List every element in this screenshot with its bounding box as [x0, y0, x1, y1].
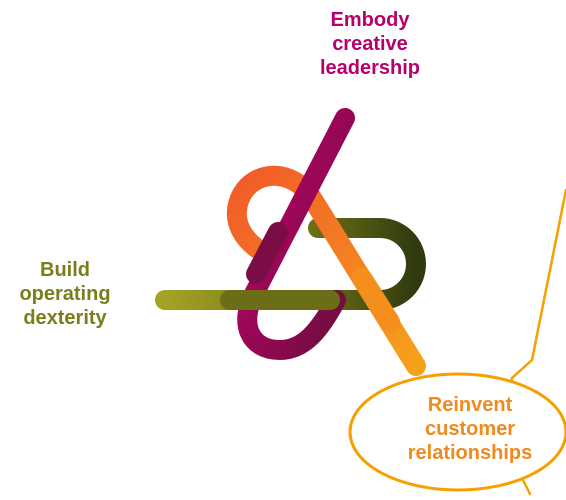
magenta-overlap: [246, 222, 288, 284]
label-line: customer: [424, 418, 516, 440]
label-line: creative: [332, 33, 408, 55]
magenta-band: [237, 108, 355, 361]
callout-ellipse: [348, 372, 566, 492]
label-line: dexterity: [23, 307, 107, 329]
orange-overlap: [352, 268, 400, 332]
label-line: operating: [19, 283, 111, 305]
label-reinvent-customer-relationships: Reinvent customer relationships: [370, 393, 566, 465]
label-line: leadership: [319, 57, 421, 79]
olive-band: [155, 218, 426, 310]
label-line: relationships: [407, 442, 533, 464]
label-line: Reinvent: [427, 394, 513, 416]
orange-band: [226, 165, 426, 376]
label-line: Embody: [330, 9, 410, 31]
label-line: Build: [40, 259, 90, 281]
label-embody-creative-leadership: Embody creative leadership: [270, 8, 470, 80]
label-build-operating-dexterity: Build operating dexterity: [0, 258, 130, 330]
